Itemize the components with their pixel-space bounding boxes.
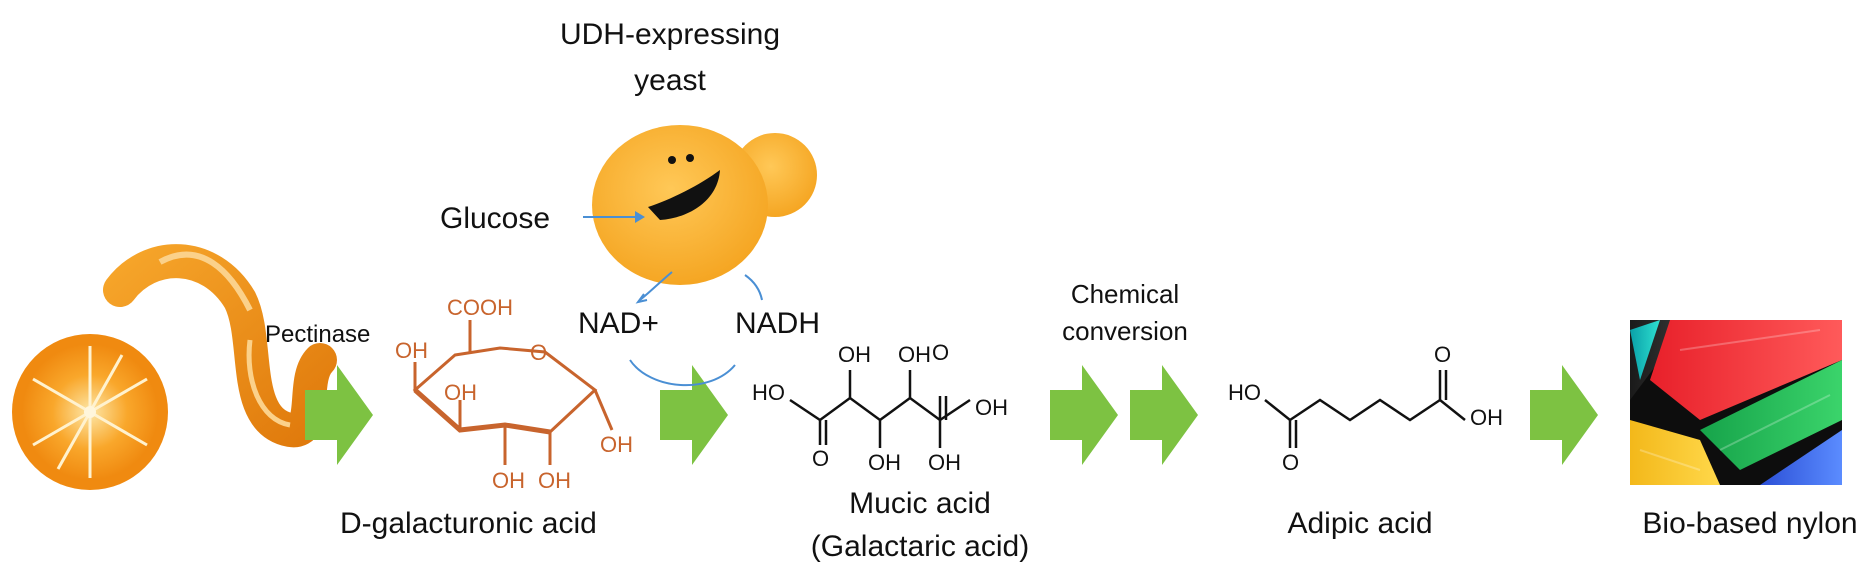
glucose-arrow	[583, 211, 645, 223]
atom-cooh: COOH	[447, 295, 513, 320]
atom-oh-c: OH	[898, 342, 931, 367]
atom-oh-e: OH	[975, 395, 1008, 420]
atom-ring-o: O	[530, 340, 547, 365]
atom-o-1: O	[1282, 450, 1299, 475]
cofactor-arcs	[629, 271, 763, 386]
pectinase-label: Pectinase	[265, 321, 371, 348]
orange-peel-icon	[12, 244, 337, 490]
atom-oh-d: OH	[928, 450, 961, 475]
nylon-threads-icon	[1630, 320, 1842, 485]
atom-ho: HO	[752, 380, 785, 405]
atom-o-2: O	[1434, 342, 1451, 367]
arrow-polymerization	[1530, 365, 1598, 465]
atom-oh-5: OH	[600, 432, 633, 457]
atom-oh-3: OH	[492, 468, 525, 493]
atom-ho: HO	[1228, 380, 1261, 405]
adipic-label: Adipic acid	[1287, 507, 1433, 540]
atom-oh-2: OH	[444, 380, 477, 405]
arrow-chemical-1	[1050, 365, 1118, 465]
yeast-cell-icon	[592, 125, 817, 285]
adipic-structure	[1264, 370, 1466, 448]
mucic-structure	[789, 370, 971, 448]
yeast-label-line2: yeast	[634, 64, 706, 97]
arrow-yeast	[660, 365, 728, 465]
yeast-label-line1: UDH-expressing	[559, 18, 781, 51]
mucic-label-line1: Mucic acid	[849, 487, 991, 520]
galacturonic-label: D-galacturonic acid	[340, 507, 597, 540]
mucic-label-line2: (Galactaric acid)	[810, 530, 1030, 563]
atom-o-1: O	[812, 446, 829, 471]
chemical-label-line1: Chemical	[1070, 279, 1180, 309]
chemical-label-line2: conversion	[1062, 316, 1188, 346]
arrow-chemical-2	[1130, 365, 1198, 465]
atom-oh-b: OH	[868, 450, 901, 475]
nylon-label: Bio-based nylon	[1642, 507, 1858, 540]
nad-label: NAD+	[578, 307, 659, 340]
atom-oh-4: OH	[538, 468, 571, 493]
atom-o-2: O	[932, 340, 949, 365]
mucic-atoms: HO O OH OH OH OH O OH	[752, 340, 1008, 475]
glucose-label: Glucose	[440, 202, 551, 235]
nadh-label: NADH	[735, 307, 821, 340]
atom-oh-1: OH	[395, 338, 428, 363]
atom-oh-a: OH	[838, 342, 871, 367]
arrow-pectinase	[305, 365, 373, 465]
galacturonic-structure	[412, 320, 614, 465]
galacturonic-atoms: COOH O OH OH OH OH OH	[395, 295, 633, 493]
atom-oh: OH	[1470, 405, 1503, 430]
adipic-atoms: HO O O OH	[1228, 342, 1503, 475]
